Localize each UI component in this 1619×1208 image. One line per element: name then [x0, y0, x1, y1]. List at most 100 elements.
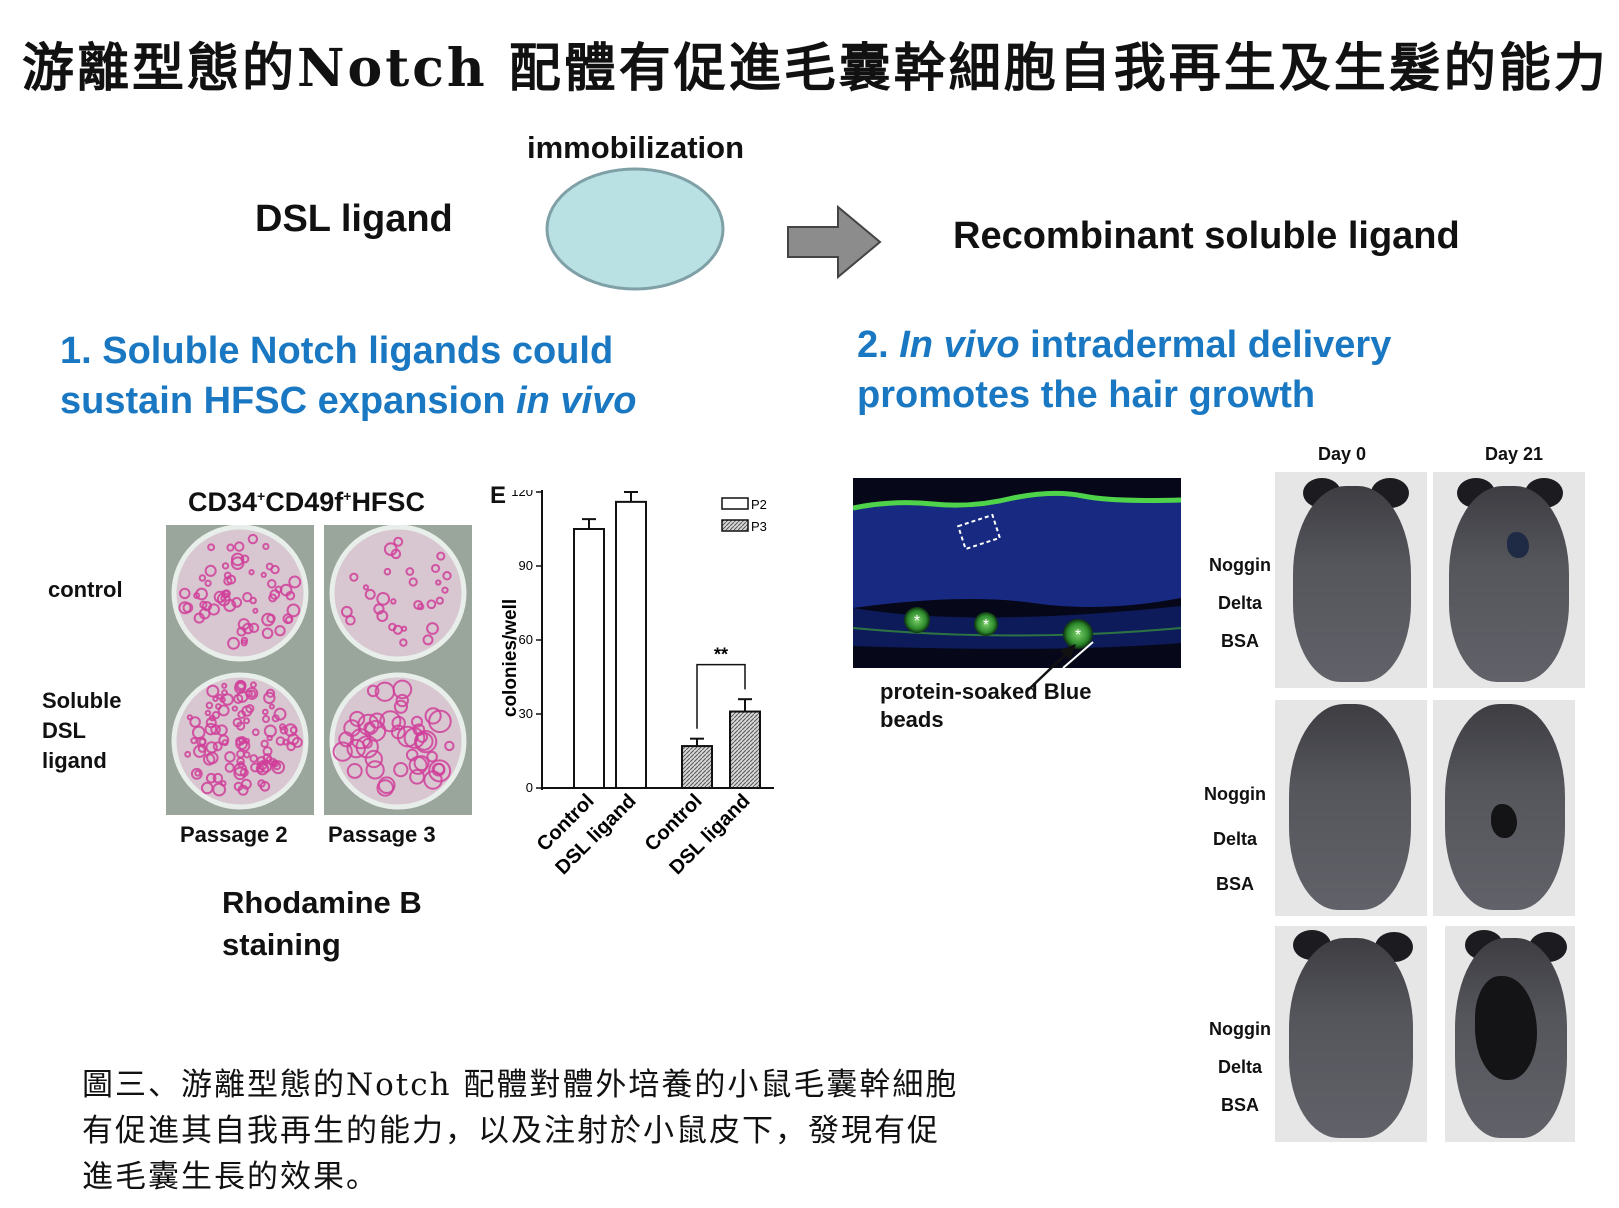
colony-3-40	[184, 750, 192, 758]
page-title: 游離型態的Notch 配體有促進毛囊幹細胞自我再生及生髮的能力	[22, 38, 1609, 99]
colony-2-27	[383, 542, 398, 556]
colony-2-29	[422, 634, 434, 646]
colony-4-19	[428, 709, 452, 734]
bar-P2-1	[615, 500, 647, 789]
colony-3-97	[221, 739, 229, 747]
colony-3-52	[273, 707, 287, 721]
figure-caption: 圖三、游離型態的Notch 配體對體外培養的小鼠毛囊幹細胞 有促進其自我再生的能…	[82, 1067, 959, 1195]
colony-1-38	[242, 591, 253, 603]
bead-marker-2: *	[983, 617, 989, 634]
colony-3-53	[203, 753, 216, 766]
colony-1-59	[279, 583, 293, 597]
colony-4-41	[362, 738, 373, 749]
significance-bracket	[696, 663, 746, 729]
legend-swatch-P3	[721, 519, 749, 532]
colony-3-101	[234, 679, 247, 692]
colony-3-84	[219, 696, 226, 703]
colony-3-66	[240, 778, 252, 790]
section-1-heading: 1. Soluble Notch ligands could sustain H…	[60, 326, 636, 426]
row3-labels: Noggin Delta BSA	[1209, 1019, 1271, 1115]
recombinant-ligand-label: Recombinant soluble ligand	[953, 215, 1460, 257]
colony-4-44	[393, 762, 409, 778]
legend-swatch-P2	[721, 497, 749, 510]
colony-3-108	[243, 717, 251, 725]
colony-3-13	[204, 709, 212, 717]
colony-2-21	[435, 596, 444, 605]
culture-dish-2	[329, 525, 467, 662]
colony-3-82	[204, 722, 218, 736]
colony-4-32	[368, 712, 386, 729]
colony-3-26	[211, 710, 221, 720]
colony-4-0	[346, 738, 366, 759]
colony-3-90	[224, 751, 236, 763]
colony-4-14	[349, 710, 366, 727]
colony-1-21	[195, 587, 208, 601]
colony-1-50	[249, 596, 257, 605]
histology-caption: protein-soaked Blue beads	[880, 679, 1092, 732]
colony-2-16	[390, 598, 397, 605]
colony-4-5	[424, 707, 442, 725]
panel-letter-e: E	[490, 482, 507, 509]
colony-4-39	[391, 715, 406, 731]
colony-3-63	[268, 703, 275, 710]
colony-1-52	[201, 601, 213, 612]
colony-3-3	[212, 772, 224, 784]
colony-3-2	[279, 725, 289, 735]
colony-1-49	[223, 598, 237, 612]
colony-3-91	[243, 751, 251, 759]
row2-labels: Noggin Delta BSA	[1204, 784, 1266, 894]
y-axis-label: colonies/well	[500, 599, 521, 717]
mouse-photo-r1-day21	[1433, 472, 1585, 688]
colony-1-35	[261, 627, 274, 640]
colony-2-26	[417, 603, 425, 611]
legend-label-P3: P3	[751, 519, 767, 534]
bar-P2-0	[573, 528, 605, 789]
colony-3-107	[251, 728, 260, 737]
colony-1-57	[198, 607, 211, 620]
mouse-photo-r3-day21	[1445, 926, 1575, 1142]
colony-3-55	[205, 717, 217, 729]
colony-2-22	[376, 610, 389, 623]
colony-3-71	[212, 695, 219, 703]
colony-3-87	[256, 764, 265, 774]
colony-4-24	[408, 755, 428, 775]
colony-panel-header: CD34+CD49f+HFSC	[188, 487, 425, 517]
colony-2-0	[376, 591, 391, 606]
y-tick-label-4: 120	[511, 490, 533, 499]
colony-3-79	[212, 782, 227, 797]
colony-1-58	[247, 533, 259, 545]
right-arrow-icon	[787, 205, 882, 279]
colony-3-81	[221, 693, 234, 706]
colony-2-5	[441, 586, 449, 594]
col-label-passage-2: Passage 2	[180, 822, 288, 847]
colony-2-8	[435, 579, 442, 586]
colony-3-15	[224, 762, 235, 773]
colony-1-43	[252, 607, 259, 614]
day-0-label: Day 0	[1318, 444, 1367, 464]
colony-4-42	[395, 693, 409, 708]
colony-1-29	[230, 556, 245, 570]
colony-1-20	[267, 579, 277, 589]
colony-1-44	[223, 576, 233, 586]
colony-3-10	[262, 715, 270, 724]
colony-3-105	[266, 734, 273, 742]
colony-3-100	[205, 772, 217, 784]
colony-1-6	[198, 574, 207, 582]
colony-3-103	[221, 682, 228, 689]
colony-4-43	[343, 719, 361, 737]
colony-2-18	[408, 577, 418, 587]
colony-4-25	[374, 681, 396, 702]
colony-3-89	[250, 762, 261, 773]
colony-4-38	[355, 735, 379, 759]
colony-3-92	[272, 761, 282, 771]
colony-1-12	[204, 579, 212, 587]
colony-1-34	[260, 571, 267, 579]
colony-1-37	[248, 569, 255, 576]
bar-P3-3	[729, 710, 761, 790]
y-tick-label-3: 90	[519, 558, 533, 573]
colony-3-44	[236, 721, 246, 731]
colony-4-20	[366, 684, 380, 698]
colony-2-1	[349, 572, 359, 582]
colony-4-11	[410, 715, 423, 728]
